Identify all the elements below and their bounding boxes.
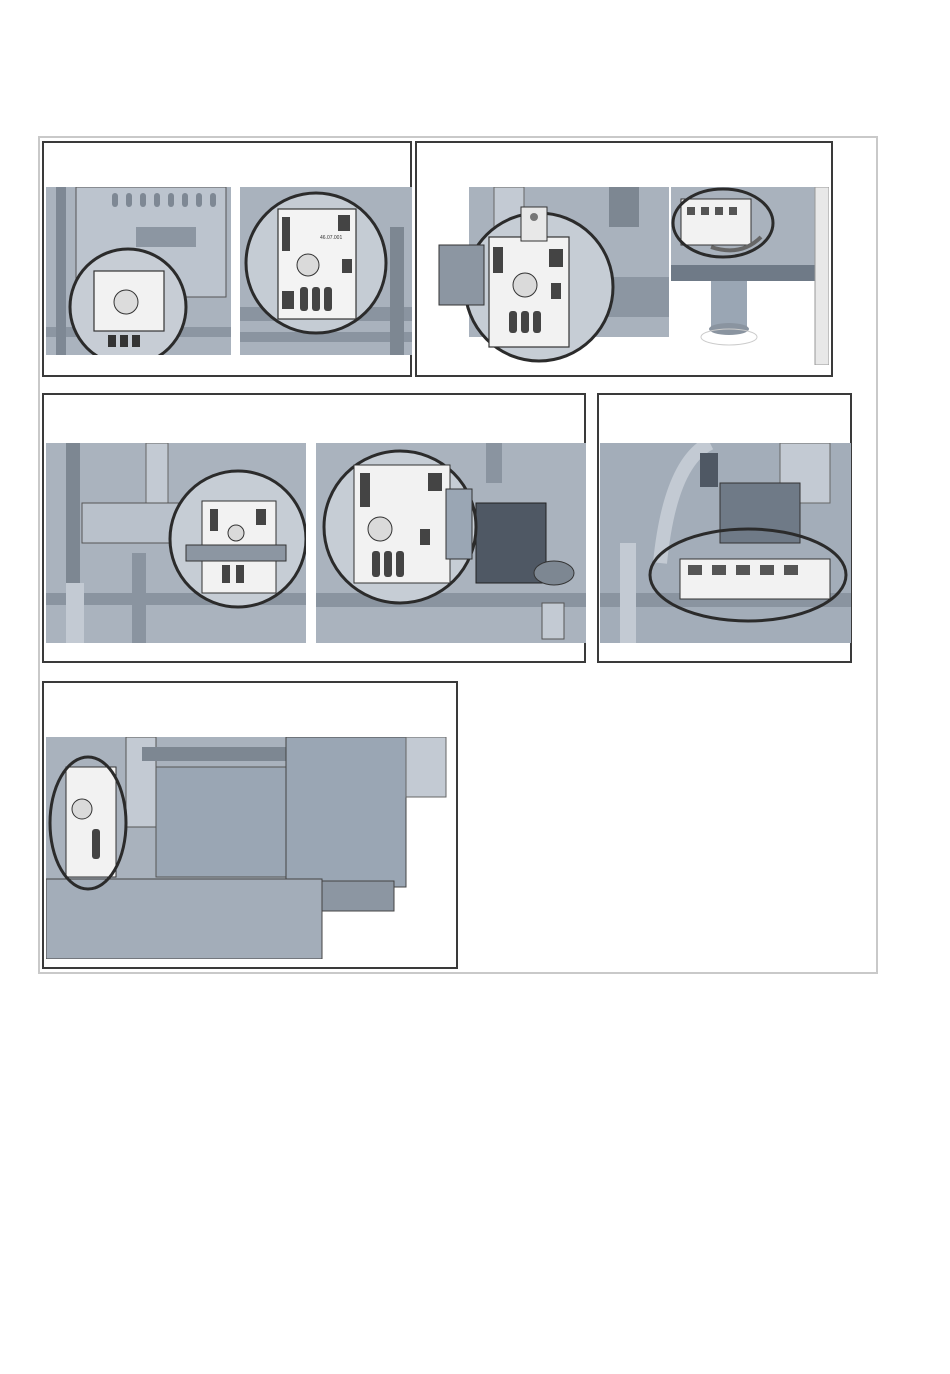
boiler-side-illustration	[46, 443, 306, 643]
panel-3-image-a	[46, 443, 306, 643]
panel-2-image-a	[429, 187, 669, 365]
board-label: 46.07.001	[320, 235, 342, 241]
panel-5-image	[46, 737, 454, 959]
pump-illustration	[429, 187, 669, 365]
panel-4-image	[600, 443, 851, 643]
panel-5	[42, 681, 458, 969]
control-board-illustration: 46.07.001	[240, 187, 412, 355]
panel-2	[415, 141, 833, 377]
valve-illustration	[671, 187, 829, 365]
panel-2-image-b	[671, 187, 829, 365]
control-module-illustration	[316, 443, 586, 643]
boiler-bottom-illustration	[46, 737, 454, 959]
panel-4	[597, 393, 852, 663]
panel-3-image-b	[316, 443, 586, 643]
terminal-block-illustration	[600, 443, 851, 643]
boiler-illustration	[46, 187, 231, 355]
panel-1: 46.07.001	[42, 141, 412, 377]
panel-3	[42, 393, 586, 663]
panel-1-image-a	[46, 187, 231, 355]
panel-1-image-b: 46.07.001	[240, 187, 412, 355]
